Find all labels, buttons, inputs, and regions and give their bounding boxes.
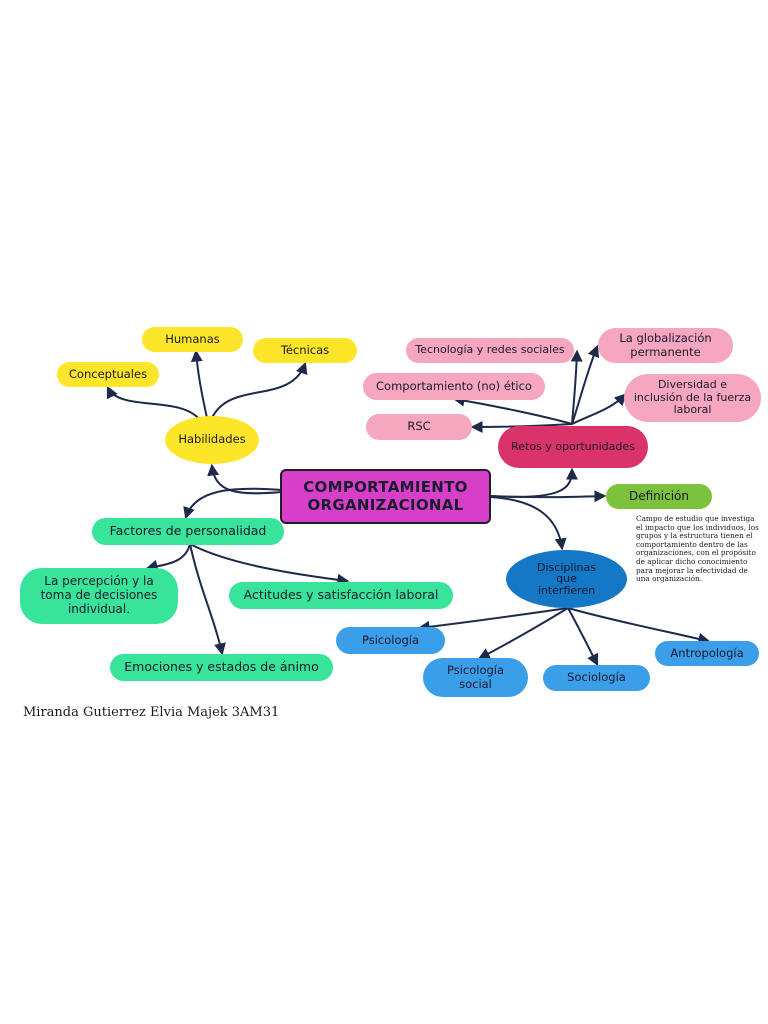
link-retos-globalizacion (571, 344, 600, 425)
habilidades-node: Habilidades (165, 416, 259, 464)
etico-label: Comportamiento (no) ético (376, 378, 532, 393)
globalizacion-label-line1: La globalización (619, 331, 712, 346)
link-habilidades-tecnicas (211, 361, 308, 419)
link-central-disciplinas (489, 496, 567, 551)
antropologia-node: Antropología (655, 641, 759, 666)
link-retos-etico (452, 394, 573, 425)
rsc-node: RSC (366, 414, 472, 440)
disciplinas-node: Disciplinas que interfieren (506, 550, 627, 608)
link-factores-actitudes (189, 543, 350, 586)
emociones-label: Emociones y estados de ánimo (124, 659, 319, 675)
retos-node: Retos y oportunidades (498, 426, 648, 468)
actitudes-node: Actitudes y satisfacción laboral (229, 582, 453, 609)
humanas-label: Humanas (165, 331, 220, 346)
etico-node: Comportamiento (no) ético (363, 373, 545, 400)
psicologia-label: Psicología (361, 632, 420, 647)
disciplinas-label-line1: Disciplinas (537, 560, 596, 574)
disciplinas-label-line2: que (556, 572, 577, 586)
humanas-node: Humanas (142, 327, 243, 352)
globalizacion-node: La globalización permanente (598, 328, 733, 363)
sociologia-label: Sociología (567, 670, 626, 685)
diversidad-label-line2: inclusión de la fuerza (633, 390, 752, 404)
central-node: COMPORTAMIENTO ORGANIZACIONAL (280, 469, 491, 524)
diversidad-label-line3: laboral (673, 403, 712, 417)
definicion-node: Definición (606, 484, 712, 509)
link-central-retos (489, 467, 578, 498)
link-habilidades-conceptuales (106, 385, 201, 421)
tecnologia-label: Tecnología y redes sociales (415, 343, 565, 357)
link-central-factores (183, 487, 283, 520)
link-disciplinas-psicologia-social (477, 607, 569, 660)
rsc-label: RSC (407, 419, 431, 434)
link-factores-emociones (189, 543, 226, 656)
link-disciplinas-sociologia (567, 607, 599, 667)
tecnicas-label: Técnicas (280, 342, 330, 357)
retos-label: Retos y oportunidades (511, 439, 635, 453)
percepcion-label-line3: individual. (67, 601, 131, 616)
percepcion-node: La percepción y la toma de decisiones in… (20, 568, 178, 624)
link-central-definicion (489, 490, 607, 503)
link-disciplinas-antropologia (567, 607, 711, 645)
emociones-node: Emociones y estados de ánimo (110, 654, 333, 681)
antropologia-label: Antropología (670, 645, 744, 660)
definicion-label: Definición (629, 488, 689, 503)
psicologia-social-label-line2: social (459, 676, 492, 691)
link-retos-diversidad (571, 393, 627, 425)
conceptuales-label: Conceptuales (68, 366, 148, 381)
actitudes-label: Actitudes y satisfacción laboral (243, 587, 439, 603)
diversidad-node: Diversidad e inclusión de la fuerza labo… (624, 374, 761, 422)
disciplinas-label-line3: interfieren (537, 583, 596, 597)
factores-label: Factores de personalidad (109, 523, 267, 539)
percepcion-label-line1: La percepción y la (44, 574, 154, 589)
habilidades-label: Habilidades (178, 432, 246, 447)
sociologia-node: Sociología (543, 665, 650, 691)
tecnicas-node: Técnicas (253, 338, 357, 363)
definicion-text: Campo de estudio que investiga el impact… (636, 514, 759, 584)
psicologia-social-label-line1: Psicología (446, 663, 505, 678)
psicologia-node: Psicología (336, 627, 445, 654)
diversidad-label-line1: Diversidad e (657, 378, 728, 392)
link-habilidades-humanas (190, 349, 208, 419)
author-name: Miranda Gutierrez Elvia Majek 3AM31 (23, 705, 280, 720)
factores-node: Factores de personalidad (92, 518, 284, 545)
link-disciplinas-psicologia (417, 607, 569, 633)
central-title-line2: ORGANIZACIONAL (307, 495, 464, 514)
link-retos-tecnologia (570, 349, 583, 425)
percepcion-label-line2: toma de decisiones (40, 588, 158, 603)
globalizacion-label-line2: permanente (630, 344, 701, 359)
central-title-line1: COMPORTAMIENTO (303, 478, 468, 497)
conceptuales-node: Conceptuales (57, 362, 159, 387)
tecnologia-node: Tecnología y redes sociales (406, 338, 574, 363)
link-factores-percepcion (145, 543, 191, 572)
psicologia-social-node: Psicología social (423, 658, 528, 697)
